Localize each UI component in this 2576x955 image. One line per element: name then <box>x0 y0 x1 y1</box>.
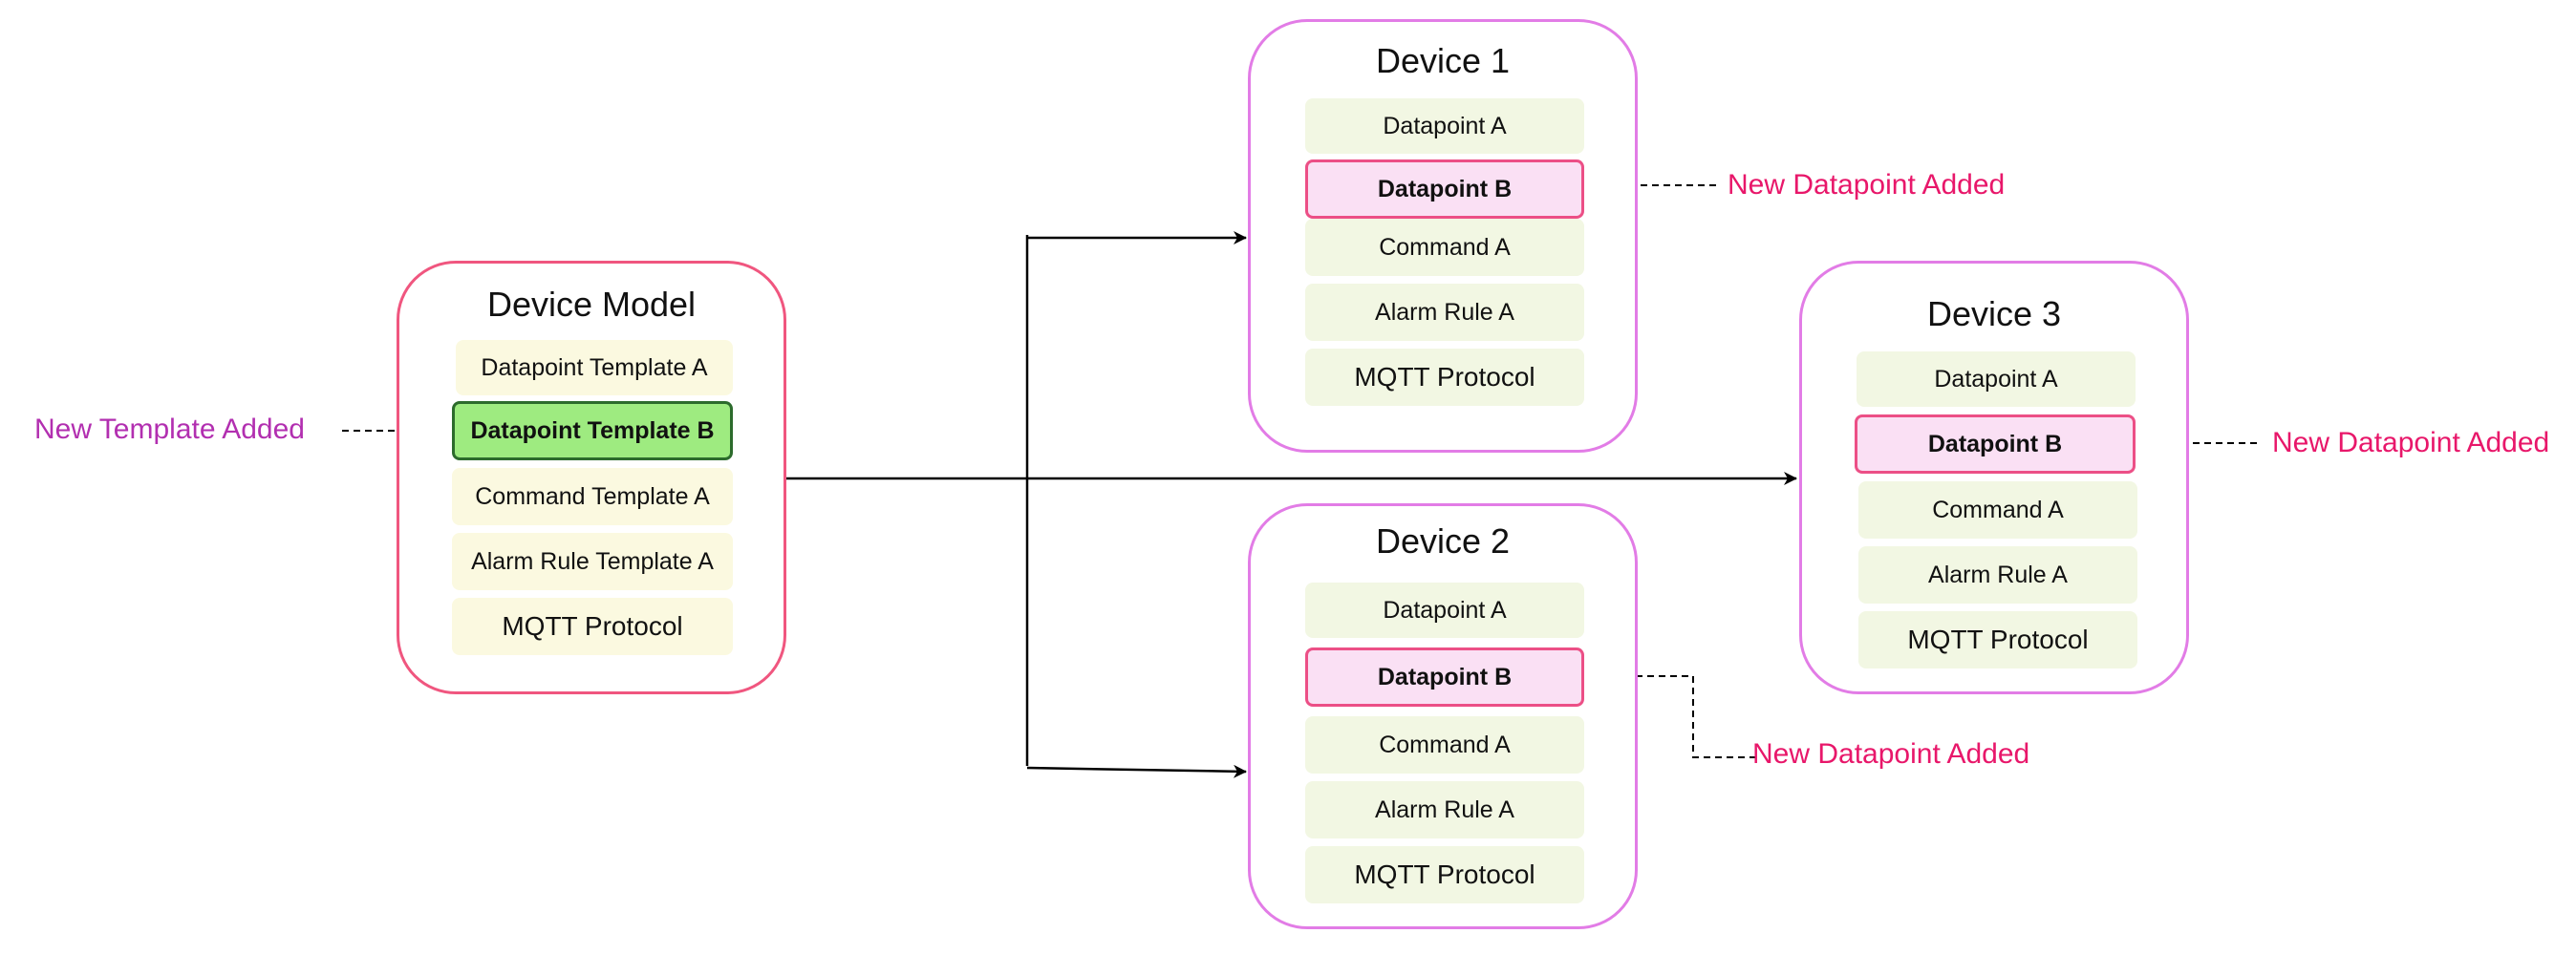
device-1-datapoint-note: New Datapoint Added <box>1728 169 2006 201</box>
command-template-a: Command Template A <box>452 468 733 525</box>
datapoint-template-b: Datapoint Template B <box>452 401 733 460</box>
device-2-datapoint-note: New Datapoint Added <box>1752 738 2030 770</box>
device-model-title: Device Model <box>486 285 697 324</box>
datapoint-b: Datapoint B <box>1305 159 1584 219</box>
command-a: Command A <box>1858 481 2137 539</box>
datapoint-a: Datapoint A <box>1857 351 2136 407</box>
alarm-rule-a: Alarm Rule A <box>1305 781 1584 838</box>
datapoint-a: Datapoint A <box>1305 98 1584 154</box>
datapoint-template-a: Datapoint Template A <box>456 340 733 395</box>
device-1-title: Device 1 <box>1375 41 1511 80</box>
alarm-rule-template-a: Alarm Rule Template A <box>452 533 733 590</box>
new-template-note: New Template Added <box>34 414 305 445</box>
datapoint-b: Datapoint B <box>1305 647 1584 707</box>
device-3-card: Device 3 Datapoint A Datapoint B Command… <box>1799 261 2189 694</box>
device-1-card: Device 1 Datapoint A Datapoint B Command… <box>1248 19 1638 453</box>
mqtt-protocol: MQTT Protocol <box>452 598 733 655</box>
alarm-rule-a: Alarm Rule A <box>1858 546 2137 604</box>
device-3-title: Device 3 <box>1926 294 2062 333</box>
mqtt-protocol: MQTT Protocol <box>1305 846 1584 903</box>
device-2-card: Device 2 Datapoint A Datapoint B Command… <box>1248 503 1638 929</box>
datapoint-a: Datapoint A <box>1305 583 1584 638</box>
mqtt-protocol: MQTT Protocol <box>1305 349 1584 406</box>
device-2-title: Device 2 <box>1375 521 1511 561</box>
dashed-arrow-device-2 <box>1591 669 1756 758</box>
device-model-card: Device Model Datapoint Template A Datapo… <box>397 261 786 694</box>
alarm-rule-a: Alarm Rule A <box>1305 284 1584 341</box>
command-a: Command A <box>1305 219 1584 276</box>
command-a: Command A <box>1305 716 1584 774</box>
arrow-to-device-2 <box>1026 764 1247 778</box>
mqtt-protocol: MQTT Protocol <box>1858 611 2137 668</box>
datapoint-b: Datapoint B <box>1855 414 2136 474</box>
device-3-datapoint-note: New Datapoint Added <box>2272 427 2550 458</box>
